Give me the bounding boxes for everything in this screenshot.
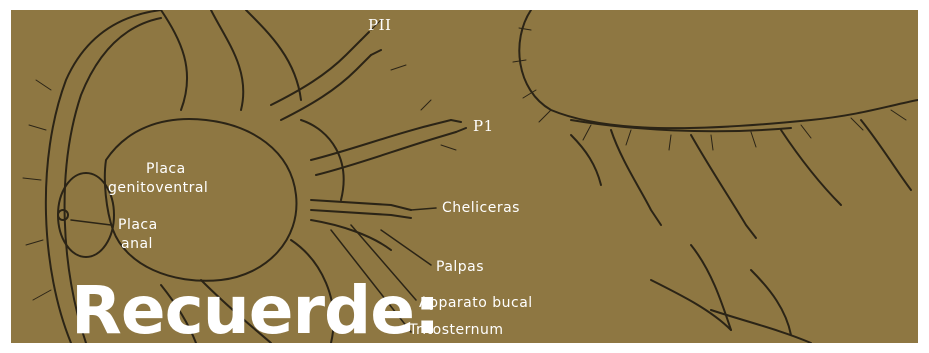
coxa-1: [211, 10, 243, 110]
bristle: [539, 110, 906, 150]
label-anal-plate-2: anal: [121, 237, 153, 251]
partial-mite-leg: [691, 245, 731, 330]
leg-2: [271, 40, 361, 105]
coxa-2: [246, 10, 301, 100]
label-anal-plate-1: Placa: [118, 218, 158, 232]
lateral-leg: [571, 135, 601, 185]
pointer-chelicerae: [411, 208, 436, 210]
label-genital-plate-1: Placa: [146, 162, 186, 176]
coxa-3: [301, 120, 344, 200]
mite-anatomy-banner: PII P1 Placa genitoventral Placa anal Ch…: [11, 10, 918, 343]
sternal-plate: [161, 10, 187, 110]
label-genital-plate-2: genitoventral: [108, 181, 208, 195]
mite-lateral-body: [519, 10, 918, 128]
label-chelicerae: Cheliceras: [442, 201, 520, 215]
leg-1-claw: [451, 120, 466, 132]
lateral-leg: [691, 135, 756, 238]
lateral-leg: [611, 130, 661, 225]
chelicera: [311, 210, 411, 218]
label-leg-2: PII: [368, 18, 391, 33]
label-leg-1: P1: [473, 119, 494, 134]
genitoventral-plate: [105, 119, 297, 281]
banner-heading: Recuerde:: [71, 278, 439, 343]
leg-2: [281, 55, 371, 120]
anal-opening: [58, 210, 68, 220]
leg-2-claw: [361, 32, 381, 55]
partial-mite-leg: [651, 280, 731, 330]
label-palps: Palpas: [436, 260, 484, 274]
bristle: [513, 28, 536, 98]
lateral-leg: [781, 130, 841, 205]
partial-mite-leg: [751, 270, 791, 335]
chelicera: [311, 200, 411, 210]
lateral-leg: [861, 120, 911, 190]
pointer-anal-plate: [71, 220, 111, 225]
